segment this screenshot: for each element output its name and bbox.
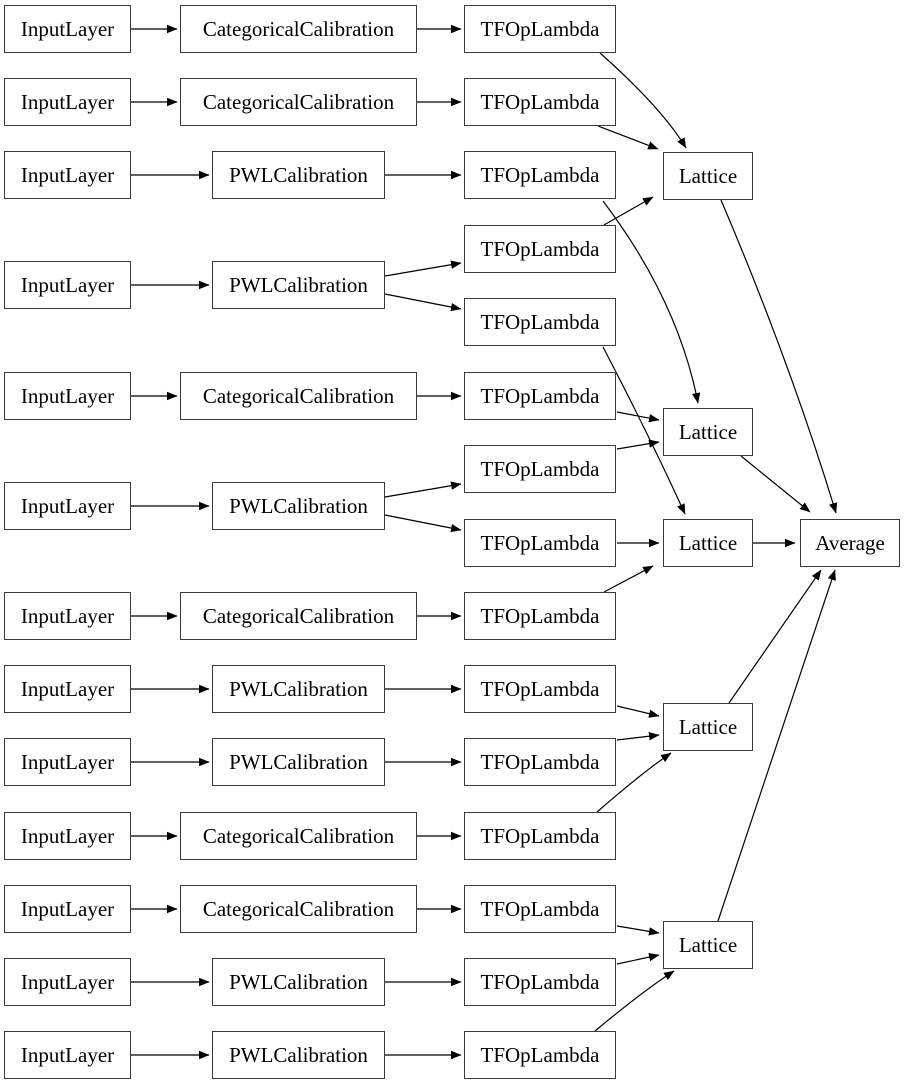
node-input-layer: InputLayer <box>4 482 131 530</box>
node-input-layer: InputLayer <box>4 665 131 713</box>
node-categorical-calibration: CategoricalCalibration <box>180 592 417 640</box>
node-tf-op-lambda: TFOpLambda <box>464 519 616 567</box>
node-tf-op-lambda: TFOpLambda <box>464 225 616 273</box>
node-pwl-calibration: PWLCalibration <box>212 665 385 713</box>
edge-lat1-avg <box>720 199 838 514</box>
edge-group <box>131 24 838 1060</box>
node-tf-op-lambda: TFOpLambda <box>464 372 616 420</box>
node-categorical-calibration: CategoricalCalibration <box>180 78 417 126</box>
node-input-layer: InputLayer <box>4 738 131 786</box>
edge-t11-lat5 <box>616 925 660 936</box>
edge-lat5-avg <box>717 569 836 922</box>
node-input-layer: InputLayer <box>4 5 131 53</box>
node-tf-op-lambda: TFOpLambda <box>464 1031 616 1079</box>
node-input-layer: InputLayer <box>4 592 131 640</box>
edge-t12-lat5 <box>616 952 660 965</box>
node-lattice: Lattice <box>663 519 753 567</box>
node-categorical-calibration: CategoricalCalibration <box>180 812 417 860</box>
edge-lat2-avg <box>740 455 811 513</box>
edge-pwl6-t6b <box>384 514 462 533</box>
node-pwl-calibration: PWLCalibration <box>212 261 385 309</box>
node-pwl-calibration: PWLCalibration <box>212 482 385 530</box>
node-lattice: Lattice <box>663 921 753 969</box>
node-categorical-calibration: CategoricalCalibration <box>180 885 417 933</box>
edge-t13-lat5 <box>594 970 675 1032</box>
node-input-layer: InputLayer <box>4 78 131 126</box>
node-tf-op-lambda: TFOpLambda <box>464 812 616 860</box>
node-tf-op-lambda: TFOpLambda <box>464 592 616 640</box>
edge-pwl4-t4a <box>384 260 462 277</box>
node-tf-op-lambda: TFOpLambda <box>464 151 616 199</box>
node-categorical-calibration: CategoricalCalibration <box>180 5 417 53</box>
node-tf-op-lambda: TFOpLambda <box>464 665 616 713</box>
node-tf-op-lambda: TFOpLambda <box>464 738 616 786</box>
node-pwl-calibration: PWLCalibration <box>212 958 385 1006</box>
edge-t1-lat1 <box>599 52 687 149</box>
node-tf-op-lambda: TFOpLambda <box>464 5 616 53</box>
edge-t10-lat4 <box>596 752 672 813</box>
node-input-layer: InputLayer <box>4 958 131 1006</box>
node-tf-op-lambda: TFOpLambda <box>464 958 616 1006</box>
node-pwl-calibration: PWLCalibration <box>212 738 385 786</box>
node-input-layer: InputLayer <box>4 1031 131 1079</box>
node-categorical-calibration: CategoricalCalibration <box>180 372 417 420</box>
edge-pwl4-t4b <box>384 293 462 312</box>
edge-t7-lat3 <box>603 565 654 593</box>
edge-t3-lat2 <box>602 200 701 404</box>
node-tf-op-lambda: TFOpLambda <box>464 298 616 346</box>
edge-pwl6-t6a <box>384 481 462 498</box>
edge-lat4-avg <box>728 569 822 704</box>
edge-t9-lat4 <box>616 732 660 741</box>
node-lattice: Lattice <box>663 703 753 751</box>
edge-t2-lat1 <box>597 125 659 150</box>
node-tf-op-lambda: TFOpLambda <box>464 78 616 126</box>
node-pwl-calibration: PWLCalibration <box>212 1031 385 1079</box>
edge-t8-lat4 <box>616 705 660 718</box>
node-input-layer: InputLayer <box>4 261 131 309</box>
node-input-layer: InputLayer <box>4 372 131 420</box>
node-lattice: Lattice <box>663 408 753 456</box>
edge-t4a-lat1 <box>603 196 654 226</box>
node-lattice: Lattice <box>663 152 753 200</box>
node-average: Average <box>800 519 900 567</box>
node-tf-op-lambda: TFOpLambda <box>464 885 616 933</box>
edge-t4b-lat3 <box>602 346 686 515</box>
node-tf-op-lambda: TFOpLambda <box>464 445 616 493</box>
node-input-layer: InputLayer <box>4 812 131 860</box>
node-pwl-calibration: PWLCalibration <box>212 151 385 199</box>
node-input-layer: InputLayer <box>4 151 131 199</box>
node-input-layer: InputLayer <box>4 885 131 933</box>
